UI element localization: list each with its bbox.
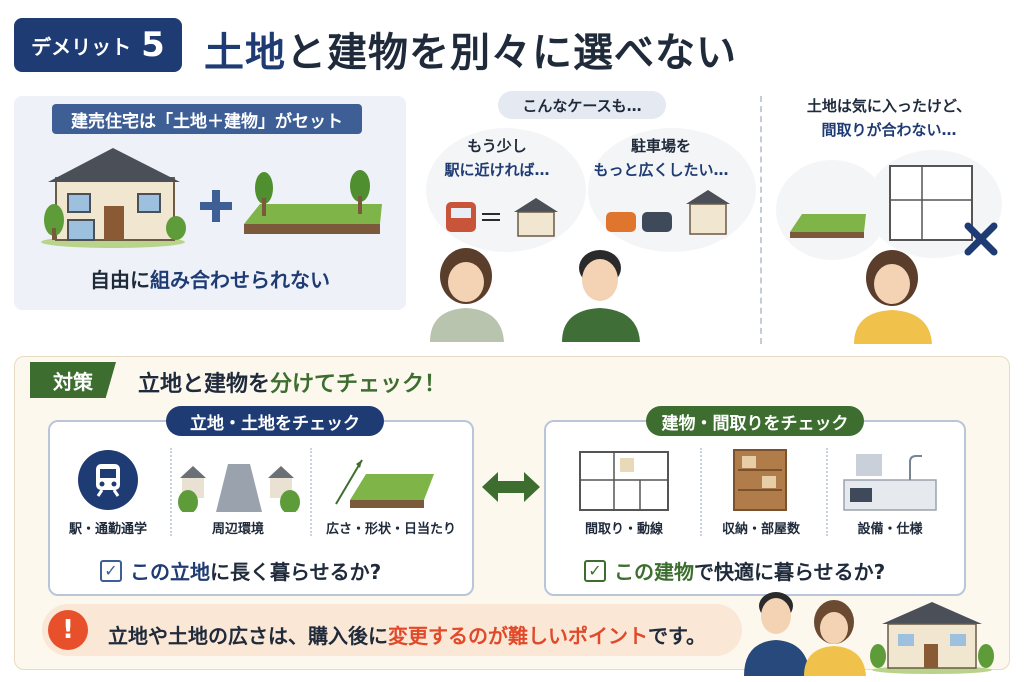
building-check-part2: で快適に暮らせるか? bbox=[694, 560, 886, 584]
double-arrow-icon bbox=[482, 472, 540, 502]
badge-label: デメリット bbox=[31, 34, 132, 59]
location-check-question: ✓ この立地に長く暮らせるか? bbox=[100, 556, 381, 585]
checkbox-icon: ✓ bbox=[100, 559, 122, 582]
item-storage: 収納・部屋数 bbox=[721, 522, 800, 537]
case3-line1: 土地は気に入ったけど、 bbox=[806, 97, 972, 115]
land-size-icon bbox=[335, 459, 434, 508]
train-icon bbox=[78, 450, 138, 510]
title-part3: 建物を別々に選べない bbox=[327, 30, 737, 76]
warning-icon: ! bbox=[48, 610, 88, 650]
man-thinking-illustration bbox=[562, 250, 640, 342]
set-sale-pill: 建売住宅は「土地＋建物」がセット bbox=[52, 104, 362, 134]
location-check-pill: 立地・土地をチェック bbox=[166, 406, 384, 436]
countermeasure-tag: 対策 bbox=[30, 362, 116, 398]
case3-line2: 間取りが合わない… bbox=[821, 121, 957, 139]
case2-line2: もっと広くしたい… bbox=[593, 161, 729, 179]
land-plot-illustration bbox=[244, 170, 382, 234]
case2-text: 駐車場をもっと広くしたい… bbox=[588, 134, 734, 182]
item-station: 駅・通勤通学 bbox=[68, 522, 147, 537]
cases-label: こんなケースも… bbox=[498, 91, 666, 119]
section-divider bbox=[760, 96, 762, 344]
item-divider bbox=[170, 448, 172, 536]
neighborhood-icon bbox=[178, 464, 300, 512]
house-illustration-small bbox=[870, 602, 994, 674]
case1-line2: 駅に近ければ… bbox=[444, 161, 550, 179]
location-check-part2: に長く暮らせるか? bbox=[210, 560, 382, 584]
case1-line1: もう少し bbox=[467, 137, 527, 155]
floorplan-icon bbox=[579, 451, 669, 511]
item-equipment: 設備・仕様 bbox=[857, 522, 923, 537]
warning-part1: 立地や土地の広さは、購入後に bbox=[108, 624, 388, 648]
item-divider bbox=[700, 448, 702, 536]
land-floorplan-bubble bbox=[776, 150, 1002, 260]
page-title: 土地と建物を別々に選べない bbox=[204, 20, 737, 78]
building-check-question: ✓ この建物で快適に暮らせるか? bbox=[584, 556, 885, 585]
badge-number: 5 bbox=[141, 25, 165, 65]
case3-text: 土地は気に入ったけど、間取りが合わない… bbox=[776, 94, 1002, 142]
item-divider bbox=[826, 448, 828, 536]
item-floorplan: 間取り・動線 bbox=[584, 522, 663, 537]
house-illustration bbox=[41, 148, 186, 248]
countermeasure-heading: 立地と建物を分けてチェック！ bbox=[138, 366, 446, 398]
item-land-shape: 広さ・形状・日当たり bbox=[325, 522, 456, 537]
case2-line1: 駐車場を bbox=[630, 137, 691, 155]
train-house-icon bbox=[446, 198, 558, 237]
building-check-pill: 建物・間取りをチェック bbox=[646, 406, 864, 436]
warning-part3: です。 bbox=[648, 624, 706, 648]
kitchen-icon bbox=[843, 454, 937, 511]
warning-text: 立地や土地の広さは、購入後に変更するのが難しいポイントです。 bbox=[108, 620, 706, 649]
demerit-badge: デメリット 5 bbox=[14, 18, 182, 72]
foot-part2: 組み合わせられない bbox=[150, 268, 330, 292]
item-environment: 周辺環境 bbox=[211, 522, 264, 537]
item-divider bbox=[310, 448, 312, 536]
couple-illustration bbox=[744, 592, 866, 676]
plus-icon bbox=[200, 190, 232, 222]
case1-text: もう少し駅に近ければ… bbox=[430, 134, 564, 182]
building-check-part1: この建物 bbox=[614, 560, 694, 584]
woman-thinking-illustration bbox=[430, 248, 504, 342]
warning-part2: 変更するのが難しいポイント bbox=[388, 624, 648, 648]
set-sale-caption: 自由に組み合わせられない bbox=[14, 264, 406, 293]
woman-thinking-illustration-2 bbox=[854, 250, 932, 344]
warning-banner bbox=[42, 604, 742, 656]
countermeasure-text-part2: 分けてチェック！ bbox=[270, 372, 447, 397]
set-sale-panel: 建売住宅は「土地＋建物」がセット 自由に組み合わせられない bbox=[14, 96, 406, 310]
cars-house-icon bbox=[606, 190, 730, 235]
title-part1: 土地 bbox=[204, 30, 286, 76]
checkbox-icon: ✓ bbox=[584, 559, 606, 582]
countermeasure-text-part1: 立地と建物を bbox=[138, 372, 271, 397]
location-check-part1: この立地 bbox=[130, 560, 210, 584]
storage-icon bbox=[733, 449, 787, 511]
foot-part1: 自由に bbox=[90, 268, 150, 292]
title-part2: と bbox=[286, 30, 327, 76]
